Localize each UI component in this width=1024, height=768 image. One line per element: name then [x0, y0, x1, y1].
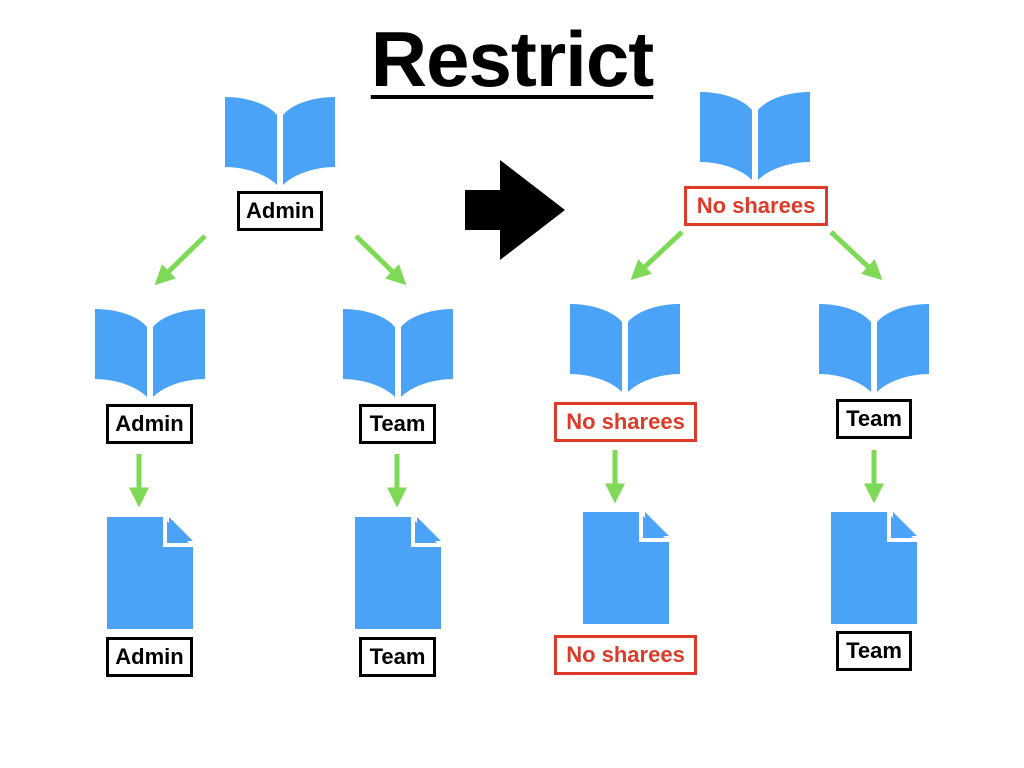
before-file-admin-label: Admin [106, 637, 193, 677]
book-icon [570, 302, 680, 392]
after-file-team-label: Team [836, 631, 912, 671]
book-icon [95, 307, 205, 397]
after-arrow-right [829, 230, 883, 281]
after-file-nosharees-label: No sharees [554, 635, 697, 675]
page-title: Restrict [370, 15, 654, 103]
book-icon [225, 95, 335, 185]
after-arrow-left [630, 230, 684, 281]
before-arrow-left [154, 234, 207, 286]
book-icon [343, 307, 453, 397]
after-child-nosharees-label: No sharees [554, 402, 697, 442]
after-child-team-label: Team [836, 399, 912, 439]
file-icon [583, 512, 669, 624]
before-arrow-right [354, 234, 407, 286]
before-child-team-label: Team [359, 404, 436, 444]
file-icon [107, 517, 193, 629]
before-file-team-label: Team [359, 637, 436, 677]
file-icon [355, 517, 441, 629]
book-icon [819, 302, 929, 392]
book-icon [700, 90, 810, 180]
arrow-right-icon [465, 160, 565, 260]
file-icon [831, 512, 917, 624]
after-parent-label: No sharees [684, 186, 828, 226]
before-parent-label: Admin [237, 191, 323, 231]
before-child-admin-label: Admin [106, 404, 193, 444]
